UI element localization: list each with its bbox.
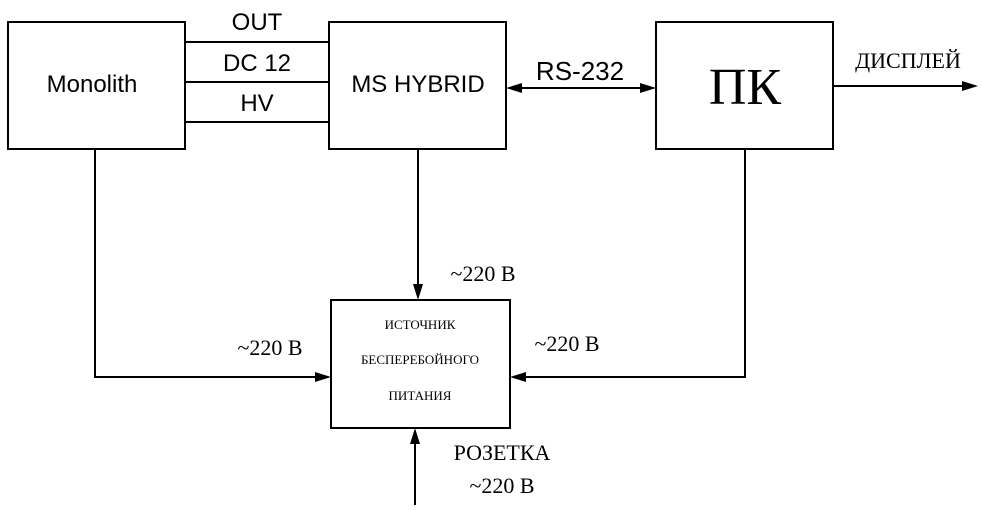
ms-hybrid-block: MS HYBRID [328, 21, 507, 150]
display-output [833, 81, 978, 91]
ms-hybrid-power-label: ~220 В [450, 261, 515, 286]
ups-label-line3: ПИТАНИЯ [389, 388, 452, 403]
dc12-label: DC 12 [223, 50, 291, 77]
ups-label-line1: ИСТОЧНИК [385, 317, 456, 332]
ms-hybrid-label: MS HYBRID [351, 71, 484, 98]
ms-hybrid-power-arrowhead [413, 284, 423, 300]
monolith-power-label: ~220 В [237, 335, 302, 360]
monolith-hybrid-lines [185, 41, 329, 123]
rs232-arrowhead-right [640, 83, 656, 93]
pc-power-arrowhead [510, 372, 526, 382]
ms-hybrid-power-line [413, 149, 423, 300]
monolith-label: Monolith [47, 71, 138, 98]
out-label: OUT [232, 9, 283, 36]
display-arrowhead [962, 81, 978, 91]
rs232-link [506, 83, 656, 93]
monolith-power-arrowhead [315, 372, 331, 382]
rs232-arrowhead-left [506, 83, 522, 93]
pc-power-line [510, 149, 746, 382]
ups-block: ИСТОЧНИК БЕСПЕРЕБОЙНОГО ПИТАНИЯ [330, 299, 511, 429]
rs232-label: RS-232 [536, 56, 624, 86]
monolith-power-line [94, 149, 331, 382]
socket-power-line [410, 428, 420, 505]
display-label: ДИСПЛЕЙ [855, 48, 961, 73]
pc-power-label: ~220 В [534, 331, 599, 356]
pc-label: ПК [709, 59, 782, 116]
socket-power-arrowhead [410, 428, 420, 444]
socket-label: РОЗЕТКА [454, 440, 551, 465]
socket-voltage-label: ~220 В [469, 473, 534, 498]
hv-label: HV [240, 90, 273, 117]
monolith-block: Monolith [7, 21, 186, 150]
ups-label-line2: БЕСПЕРЕБОЙНОГО [361, 352, 479, 367]
pc-block: ПК [655, 21, 834, 150]
